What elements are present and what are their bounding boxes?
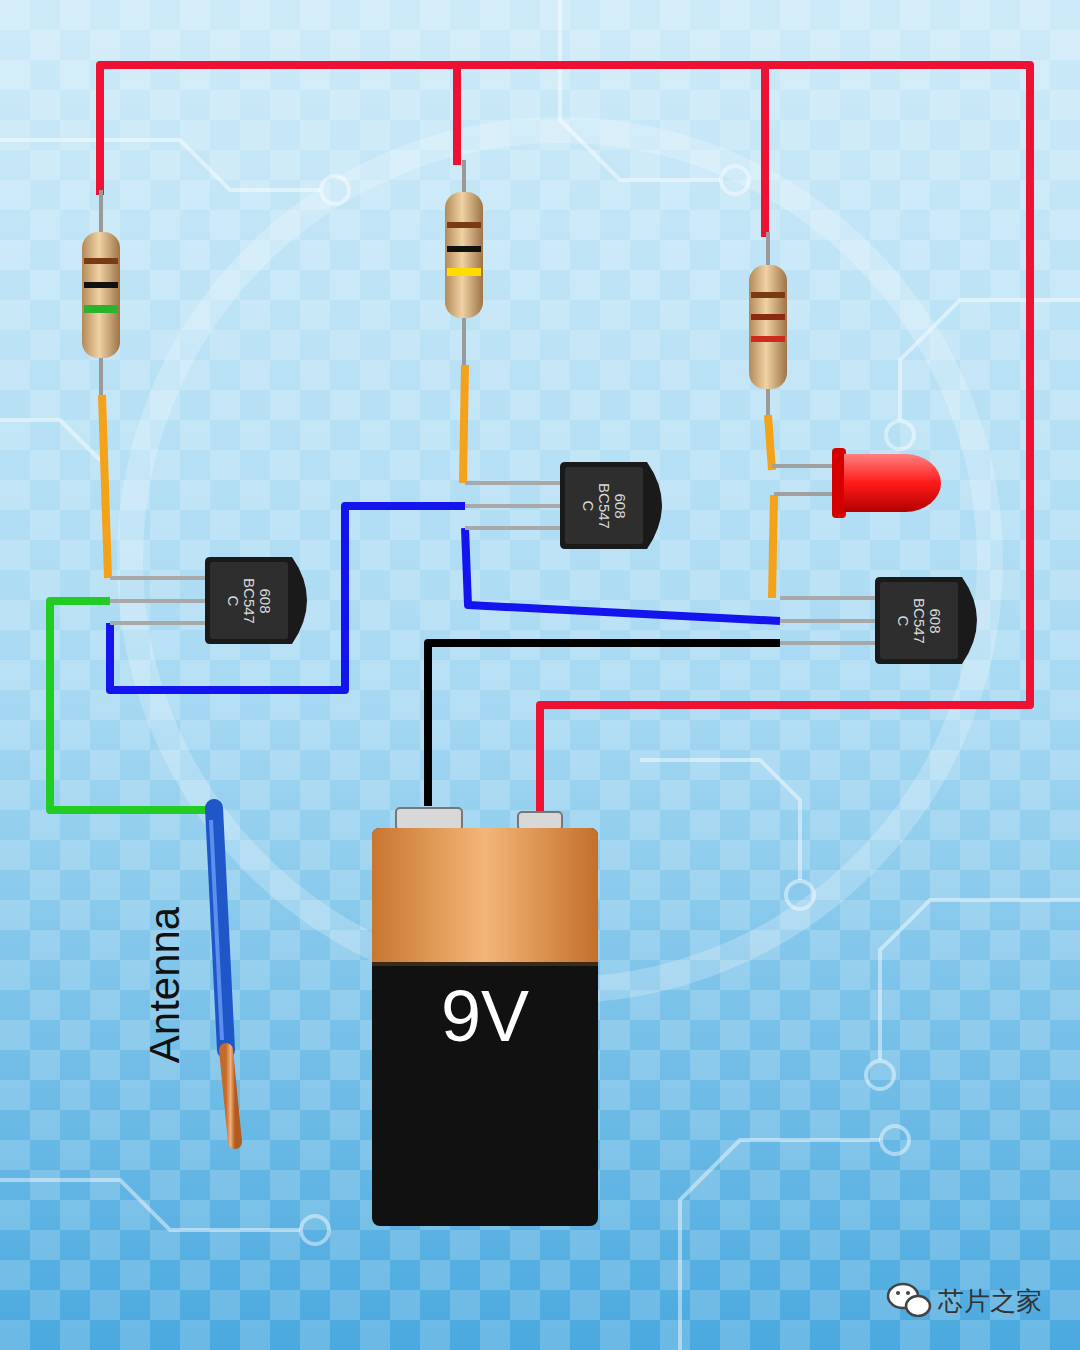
- transistor-leg: [110, 621, 210, 625]
- antenna-stripe: [211, 820, 222, 1040]
- antenna-wire: [211, 808, 235, 1142]
- battery-voltage: 9V: [441, 976, 529, 1056]
- transistor-face: [565, 467, 643, 544]
- orange-wire: [768, 415, 772, 470]
- led-dome: [844, 454, 941, 512]
- watermark: 芯片之家: [938, 1286, 1042, 1316]
- resistor-band: [447, 222, 481, 228]
- led-rim: [832, 448, 846, 518]
- transistor: 608BC547C: [110, 553, 310, 648]
- wire-connector: [110, 506, 465, 690]
- transistor-leg: [465, 504, 565, 508]
- transistor: 608BC547C: [465, 458, 665, 553]
- wechat-eye: [906, 1291, 910, 1295]
- wechat-eye: [896, 1291, 900, 1295]
- resistor-symbol: [82, 190, 120, 395]
- pattern-line: [880, 900, 1080, 1060]
- red-wire: [761, 65, 769, 237]
- pattern-pad: [301, 1216, 329, 1244]
- transistor-symbol: [465, 458, 665, 553]
- green-wire: [50, 601, 222, 810]
- transistor-marking-line: 608: [927, 598, 943, 644]
- pattern-line: [0, 140, 320, 190]
- transistor-body: [205, 557, 307, 644]
- transistor-symbol: [110, 553, 310, 648]
- battery-seam: [372, 962, 598, 966]
- wechat-icon: [888, 1284, 930, 1316]
- pattern-line: [680, 1140, 880, 1350]
- transistor-marking: 608BC547C: [580, 483, 628, 529]
- transistor-leg: [465, 526, 565, 530]
- battery-cap: [372, 828, 598, 964]
- transistor-marking-line: 608: [612, 483, 628, 529]
- red-wire: [453, 65, 461, 165]
- transistor-marking-line: C: [225, 578, 241, 624]
- transistor-marking-line: 608: [257, 578, 273, 624]
- transistor-face: [880, 582, 958, 659]
- resistor-symbol: [749, 232, 787, 418]
- wire-connector: [428, 643, 780, 806]
- orange-wire: [102, 395, 108, 578]
- transistor-marking-line: BC547: [596, 483, 612, 529]
- resistor-body: [82, 232, 120, 358]
- led-symbol: [772, 448, 941, 518]
- pattern-line: [0, 1180, 300, 1230]
- resistor-body: [749, 265, 787, 389]
- resistor-band: [447, 246, 481, 252]
- led-lead: [772, 464, 838, 468]
- resistor-band: [751, 314, 785, 320]
- battery-terminal-negative: [396, 808, 462, 830]
- led-lead: [774, 492, 838, 496]
- transistor-body: [560, 462, 662, 549]
- transistor-leg: [465, 481, 565, 485]
- resistor-symbol: [445, 160, 483, 368]
- transistor-body: [875, 577, 977, 664]
- transistor-marking: 608BC547C: [225, 578, 273, 624]
- watermark-ring: [130, 130, 990, 990]
- wechat-bubble: [906, 1296, 930, 1316]
- transistor: 608BC547C: [780, 573, 980, 668]
- transistor-symbol: [780, 573, 980, 668]
- transistor-leg: [110, 576, 210, 580]
- resistor-band: [84, 282, 118, 288]
- transistor-leg: [780, 596, 880, 600]
- orange-wire: [463, 365, 465, 483]
- pattern-line: [640, 760, 800, 880]
- transistor-leg: [780, 641, 880, 645]
- battery: 9V: [372, 806, 598, 1226]
- resistor-band: [447, 268, 481, 276]
- transistor-marking-line: BC547: [241, 578, 257, 624]
- transistor-marking-line: C: [580, 483, 596, 529]
- transistor-face: [210, 562, 288, 639]
- transistor-marking-line: C: [895, 598, 911, 644]
- resistor-band: [84, 305, 118, 313]
- resistor-body: [445, 192, 483, 318]
- transistor-marking: 608BC547C: [895, 598, 943, 644]
- transistor-marking-line: BC547: [911, 598, 927, 644]
- resistor-band: [751, 292, 785, 298]
- pattern-pad: [886, 421, 914, 449]
- resistor-band: [84, 258, 118, 264]
- orange-wire: [772, 495, 774, 598]
- pattern-pad: [881, 1126, 909, 1154]
- pattern-pad: [866, 1061, 894, 1089]
- battery-terminal-positive: [518, 812, 562, 830]
- red-wire: [100, 65, 1030, 830]
- antenna-core: [226, 1050, 235, 1142]
- transistor-leg: [780, 619, 880, 623]
- transistor-leg: [110, 599, 210, 603]
- battery-body: [372, 828, 598, 1226]
- resistor-band: [751, 336, 785, 342]
- pattern-line: [0, 420, 100, 460]
- antenna-label: Antenna: [141, 907, 189, 1063]
